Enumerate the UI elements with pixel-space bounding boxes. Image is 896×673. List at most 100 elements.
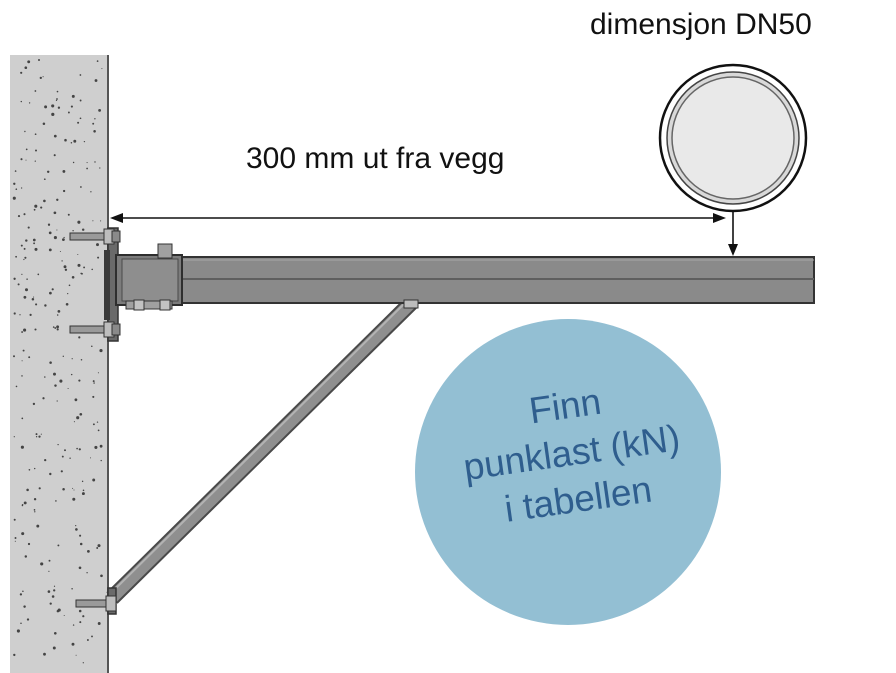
concrete-speck [92,380,95,383]
concrete-speck [77,121,80,124]
concrete-speck [62,169,66,173]
concrete-speck [56,328,59,331]
concrete-speck [92,478,96,482]
concrete-speck [43,652,46,656]
concrete-speck [19,593,23,596]
concrete-speck [61,260,63,262]
concrete-speck [67,111,70,114]
concrete-speck [55,500,57,502]
concrete-speck [83,266,86,269]
concrete-speck [96,421,99,423]
concrete-speck [48,231,52,235]
concrete-speck [97,544,101,548]
concrete-speck [91,345,93,347]
horizontal-beam [117,256,815,304]
concrete-speck [24,256,27,259]
concrete-speck [20,100,22,103]
concrete-speck [21,360,23,362]
diagonal-strut [106,296,418,604]
concrete-speck [56,229,58,231]
concrete-speck [46,170,50,174]
concrete-speck [57,608,61,612]
concrete-speck [76,416,80,420]
concrete-speck [36,524,40,528]
concrete-speck [59,379,63,383]
concrete-speck [17,215,21,218]
strut-beam-joint [403,299,419,309]
concrete-speck [21,375,23,377]
concrete-speck [34,90,37,92]
concrete-speck [51,112,55,116]
concrete-speck [72,624,75,626]
concrete-speck [13,355,15,358]
concrete-speck [94,79,98,82]
concrete-speck [49,472,52,476]
concrete-speck [67,213,70,216]
concrete-speck [44,376,46,378]
concrete-speck [48,570,50,572]
distance-label: 300 mm ut fra vegg [246,142,505,175]
concrete-speck [42,397,45,400]
concrete-speck [72,487,74,489]
concrete-speck [34,328,37,331]
concrete-speck [57,544,60,547]
concrete-speck [67,387,69,390]
concrete-speck [92,122,95,125]
concrete-speck [42,122,46,125]
concrete-speck [23,328,27,332]
concrete-speck [101,68,103,70]
concrete-speck [62,355,64,357]
concrete-speck [80,272,83,275]
concrete-speck [17,283,20,286]
concrete-speck [47,223,51,226]
concrete-speck [86,162,88,164]
concrete-speck [86,639,89,641]
concrete-speck [79,542,83,546]
concrete-speck [13,436,15,438]
concrete-speck [13,312,16,315]
concrete-speck [72,497,76,501]
concrete-speck [75,528,78,531]
concrete-speck [13,518,16,521]
concrete-speck [64,268,68,271]
concrete-speck [24,555,28,558]
concrete-speck [59,250,61,253]
concrete-speck [76,447,78,450]
anchor-bolt-middle [69,321,121,338]
concrete-speck [26,278,28,280]
concrete-speck [35,303,38,306]
concrete-speck [40,206,43,209]
concrete-speck [34,247,38,251]
concrete-speck [51,595,55,598]
concrete-speck [52,326,55,328]
concrete-speck [92,423,95,426]
concrete-speck [22,349,25,352]
concrete-speck [49,361,52,364]
concrete-speck [25,239,28,242]
concrete-speck [21,331,24,333]
concrete-speck [26,488,29,492]
concrete-speck [64,138,67,142]
concrete-speck [77,263,81,267]
concrete-speck [63,265,67,269]
concrete-speck [100,459,102,462]
concrete-speck [40,562,44,566]
concrete-speck [54,384,57,387]
concrete-speck [89,457,92,459]
concrete-speck [21,417,24,420]
concrete-speck [86,572,88,574]
concrete-speck [22,590,24,593]
concrete-speck [24,66,28,70]
concrete-speck [80,186,82,188]
concrete-speck [73,489,75,491]
concrete-speck [53,236,57,240]
concrete-speck [79,412,83,416]
concrete-speck [33,208,36,211]
concrete-speck [81,228,85,231]
concrete-speck [15,188,18,190]
concrete-speck [53,372,56,376]
concrete-speck [57,106,61,109]
concrete-speck [12,196,16,200]
concrete-speck [75,654,77,656]
